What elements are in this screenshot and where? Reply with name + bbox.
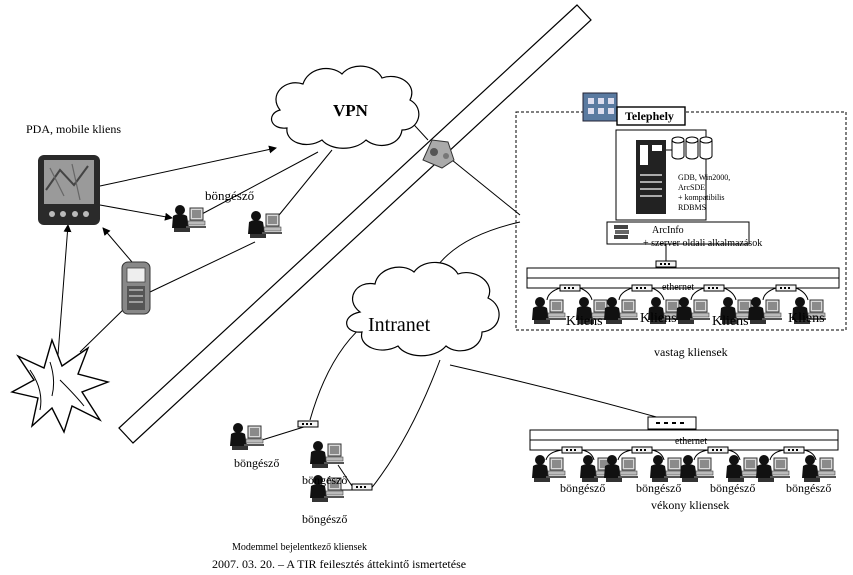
wireless-star-icon <box>10 337 111 434</box>
app-server-line-1: ArcInfo <box>652 225 684 236</box>
site-client-label-4: Kliens <box>788 311 825 326</box>
modem-clients-caption: Modemmel bejelentkező kliensek <box>232 542 367 553</box>
site-client-group-4 <box>747 284 827 325</box>
thin-clients-caption: vékony kliensek <box>651 498 729 512</box>
site-ethernet-label: ethernet <box>662 282 694 293</box>
thin-browser-label-3: böngésző <box>710 481 755 495</box>
building-icon <box>582 92 618 122</box>
thin-switch-icon <box>647 416 697 430</box>
intranet-cloud: Intranet <box>346 261 500 357</box>
server-spec-line-4: RDBMS <box>678 203 706 212</box>
modem-client-2 <box>309 440 373 503</box>
thin-client-group-4 <box>755 446 837 483</box>
app-server-box <box>606 221 750 245</box>
app-server-text: ArcInfo + szerver oldali alkalmazások <box>643 225 762 249</box>
site-client-group-3 <box>675 284 755 325</box>
site-client-group-1 <box>531 284 611 325</box>
site-switch-icon <box>655 260 677 268</box>
modem-browser-label-1: böngésző <box>234 456 279 470</box>
mobile-phone-icon <box>121 261 151 315</box>
book-stack-icon <box>614 225 629 239</box>
browser-workstation-1 <box>171 204 207 233</box>
server-spec-line-1: GDB, Win2000, <box>678 173 730 182</box>
site-client-label-2: Kliens <box>640 311 677 326</box>
thin-browser-label-1: böngésző <box>560 481 605 495</box>
app-server-line-2: + szerver oldali alkalmazások <box>643 238 762 249</box>
thin-client-group-3 <box>679 446 761 483</box>
site-title-box <box>616 106 686 126</box>
pda-device-icon <box>38 155 100 225</box>
modem-client-1 <box>229 420 319 451</box>
site-client-label-1: Kliens <box>566 314 603 329</box>
thin-ethernet-label: ethernet <box>675 436 707 447</box>
vpn-label: VPN <box>333 101 369 120</box>
browser-label-vpn: böngésző <box>205 188 254 203</box>
pda-label: PDA, mobile kliens <box>26 122 121 136</box>
thin-ethernet <box>529 429 839 451</box>
database-icon <box>671 136 713 160</box>
modem-browser-label-3: böngésző <box>302 512 347 526</box>
thin-client-group-1 <box>531 446 615 483</box>
router-icon <box>422 139 455 169</box>
thick-clients-caption: vastag kliensek <box>654 345 728 359</box>
intranet-label: Intranet <box>368 314 431 336</box>
server-icon <box>615 129 707 221</box>
site-client-label-3: Kliens <box>712 314 749 329</box>
vpn-cloud: VPN <box>270 65 420 149</box>
server-spec-line-2: ArcSDE <box>678 183 705 192</box>
thin-browser-label-4: böngésző <box>786 481 831 495</box>
site-client-group-2 <box>603 284 683 325</box>
site-title: Telephely <box>625 109 674 123</box>
thin-browser-label-2: böngésző <box>636 481 681 495</box>
footer-text: 2007. 03. 20. – A TIR feilesztés áttekin… <box>212 557 466 571</box>
server-spec-line-3: + kompatibilis <box>678 193 725 202</box>
server-spec: GDB, Win2000, ArcSDE + kompatibilis RDBM… <box>678 173 732 212</box>
thin-client-group-2 <box>603 446 685 483</box>
site-ethernet <box>526 244 840 289</box>
browser-workstation-2 <box>247 210 283 239</box>
modem-browser-label-2: böngésző <box>302 473 347 487</box>
firewall-band <box>118 4 592 444</box>
